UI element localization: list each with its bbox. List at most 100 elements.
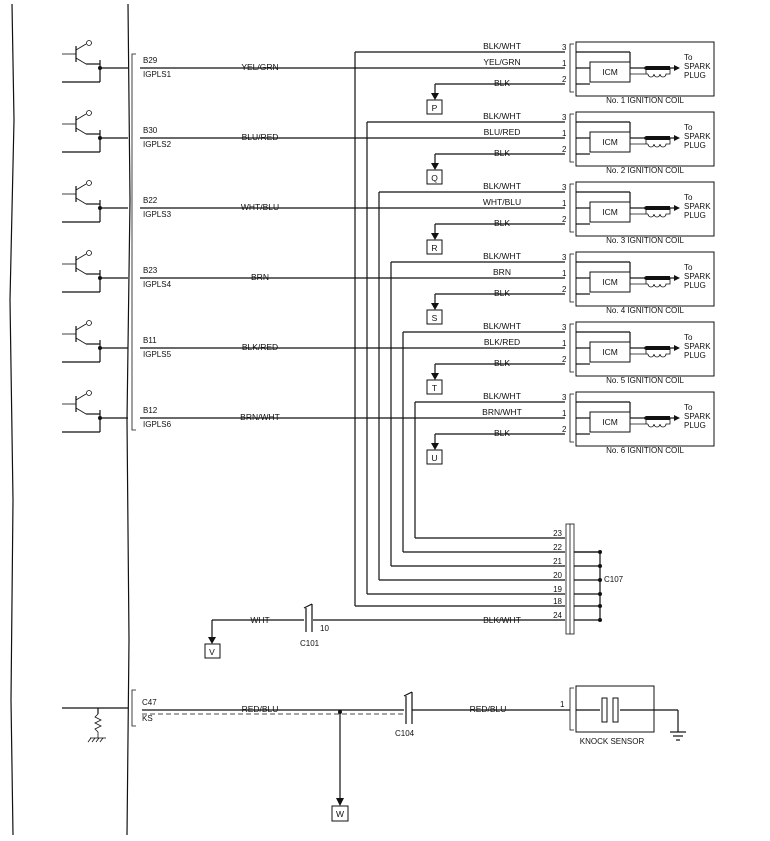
coil-1-pin2-wire: BLK [494,78,510,88]
ecm-pin-B11: B11 [143,336,157,345]
ground-ref-v: V [209,647,215,657]
coil-3-pin3-wire: BLK/WHT [483,181,521,191]
coil-4-pin1-wire: BRN [493,267,511,277]
svg-text:PLUG: PLUG [684,141,706,150]
svg-text:1: 1 [562,409,567,418]
coil-3-icm: ICM [602,207,618,217]
svg-text:2: 2 [562,75,567,84]
ecm-connector-bracket [131,53,136,431]
svg-text:SPARK: SPARK [684,412,711,421]
coil-2-pin2-wire: BLK [494,148,510,158]
coil-2-name: No. 2 IGNITION COIL [606,166,684,175]
ground-ref-box-R [426,239,443,255]
svg-text:1: 1 [562,339,567,348]
ecm-signal-IGPLS1: IGPLS1 [143,70,172,79]
knock-sensor-circuit: C47 KS RED/BLU W C104 RED/BLU 1 KNOCK SE… [62,685,686,822]
ecm-pin-B29: B29 [143,56,158,65]
coil-6-name: No. 6 IGNITION COIL [606,446,684,455]
svg-text:3: 3 [562,113,567,122]
svg-text:To: To [684,193,693,202]
ground-ref-S: S [432,313,438,323]
ecm-driver-group: B29IGPLS1YEL/GRNB30IGPLS2BLU/REDB22IGPLS… [62,40,565,433]
svg-text:PLUG: PLUG [684,281,706,290]
c107-output-wire-label: BLK/WHT [483,615,521,625]
coil-4-icm: ICM [602,277,618,287]
ecm-signal-IGPLS3: IGPLS3 [143,210,172,219]
coil-2-pin3-wire: BLK/WHT [483,111,521,121]
coil-6-pin3-wire: BLK/WHT [483,391,521,401]
coil-4-name: No. 4 IGNITION COIL [606,306,684,315]
svg-text:2: 2 [562,425,567,434]
knock-pin: 1 [560,700,565,709]
coil-4-pin2-wire: BLK [494,288,510,298]
svg-text:3: 3 [562,393,567,402]
c107-pin-22: 22 [553,543,562,552]
coil-5-icm: ICM [602,347,618,357]
svg-text:1: 1 [562,59,567,68]
ground-ref-box-Q [426,169,443,185]
ecm-pin-B30: B30 [143,126,158,135]
ecm-pin-B12: B12 [143,406,158,415]
coil-6-pin1-wire: BRN/WHT [482,407,522,417]
ground-ref-box-U [426,449,443,465]
svg-text:3: 3 [562,183,567,192]
c101-pin: 10 [320,624,329,633]
ecm-wire-label-4: BRN [251,272,269,282]
c101-connector: V WHT 10 C101 BLK/WHT [204,603,565,659]
svg-text:To: To [684,263,693,272]
ecm-signal-IGPLS2: IGPLS2 [143,140,172,149]
ks-wire-label-right: RED/BLU [470,704,507,714]
ecm-signal-IGPLS5: IGPLS5 [143,350,172,359]
ecm-outline [9,3,131,836]
ecm-wire-label-3: WHT/BLU [241,202,279,212]
ecm-wire-label-1: YEL/GRN [241,62,278,72]
c107-pin-18: 18 [553,597,562,606]
svg-text:SPARK: SPARK [684,272,711,281]
svg-text:2: 2 [562,145,567,154]
ecm-signal-IGPLS6: IGPLS6 [143,420,172,429]
ks-wire-label-left: RED/BLU [242,704,279,714]
coil-1-name: No. 1 IGNITION COIL [606,96,684,105]
c101-label: C101 [300,639,320,648]
svg-text:1: 1 [562,129,567,138]
svg-text:3: 3 [562,43,567,52]
coil-3-pin2-wire: BLK [494,218,510,228]
coil-1-pin3-wire: BLK/WHT [483,41,521,51]
ground-ref-R: R [431,243,437,253]
svg-text:PLUG: PLUG [684,421,706,430]
svg-text:PLUG: PLUG [684,351,706,360]
c101-wire-label: WHT [250,615,269,625]
ecm-wire-label-6: BRN/WHT [240,412,280,422]
ground-ref-w: W [336,809,344,819]
coil-3-pin1-wire: WHT/BLU [483,197,521,207]
ground-ref-U: U [431,453,437,463]
coil-1-pin1-wire: YEL/GRN [483,57,520,67]
svg-text:SPARK: SPARK [684,202,711,211]
ecm-wire-label-5: BLK/RED [242,342,278,352]
svg-text:To: To [684,403,693,412]
svg-text:SPARK: SPARK [684,342,711,351]
ks-signal: KS [142,714,153,723]
ground-ref-P: P [432,103,438,113]
coil-6-pin2-wire: BLK [494,428,510,438]
c107-pin-21: 21 [553,557,562,566]
coil-5-pin1-wire: BLK/RED [484,337,520,347]
coil-5-pin3-wire: BLK/WHT [483,321,521,331]
c107-pin-20: 20 [553,571,562,580]
svg-text:To: To [684,123,693,132]
svg-text:1: 1 [562,269,567,278]
ground-ref-T: T [432,383,437,393]
ground-ref-box-P [426,99,443,115]
svg-text:3: 3 [562,253,567,262]
